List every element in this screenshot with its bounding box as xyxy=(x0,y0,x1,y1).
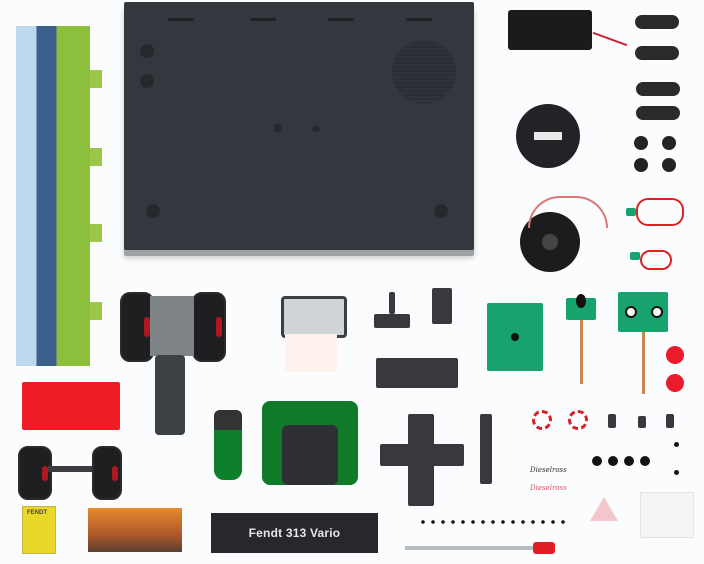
nameplate-text: Fendt 313 Vario xyxy=(248,526,341,540)
speaker-wire xyxy=(528,196,608,228)
screwdriver xyxy=(405,542,555,554)
front-frame xyxy=(155,355,185,435)
panel-tab xyxy=(90,224,102,242)
screw-head xyxy=(674,442,679,447)
screwdriver-handle xyxy=(533,542,555,554)
ribbon-wire xyxy=(580,320,583,384)
info-card xyxy=(88,508,182,552)
screws-row xyxy=(418,520,568,524)
led-board xyxy=(626,208,636,216)
bracket-part xyxy=(389,292,395,314)
red-cloth xyxy=(22,382,120,430)
speaker-grille xyxy=(392,40,456,104)
wheel-rim xyxy=(216,317,222,337)
led-wire xyxy=(636,198,684,226)
booklet-title: FENDT xyxy=(27,510,47,516)
panel-tab xyxy=(90,302,102,320)
mount-bracket xyxy=(636,82,680,96)
base-hole xyxy=(146,204,160,218)
front-wheel-left xyxy=(18,446,52,500)
rear-chassis xyxy=(150,296,194,356)
base-hole xyxy=(140,74,154,88)
base-slot xyxy=(250,18,276,21)
base-hole xyxy=(434,204,448,218)
front-axle xyxy=(48,466,92,472)
bracket-part xyxy=(432,288,452,324)
grommet xyxy=(662,136,676,150)
base-slot xyxy=(168,18,194,21)
base-slot xyxy=(328,18,354,21)
sensor xyxy=(651,306,663,318)
circuit-board-dual xyxy=(618,292,668,332)
panel-tab xyxy=(90,148,102,166)
hood xyxy=(214,410,242,480)
grommet xyxy=(634,136,648,150)
rear-wheel-right xyxy=(192,292,226,362)
cab-body xyxy=(285,334,337,372)
red-gear xyxy=(568,410,588,430)
base-slot xyxy=(406,18,432,21)
sticker-sheet xyxy=(640,492,694,538)
front-wheel-right xyxy=(92,446,122,500)
red-push-button xyxy=(666,374,684,392)
bracket-part xyxy=(374,314,410,328)
display-base xyxy=(124,2,474,250)
switch xyxy=(576,294,586,308)
wheel-rim xyxy=(42,465,48,481)
fenders-and-engine xyxy=(262,401,358,485)
red-push-button xyxy=(666,346,684,364)
red-gear xyxy=(532,410,552,430)
cross-part xyxy=(408,414,434,506)
buzzer-housing xyxy=(516,104,580,168)
cab-roof-glass xyxy=(281,296,347,338)
base-hole xyxy=(140,44,154,58)
booklet: FENDT xyxy=(22,506,56,554)
mount-bracket xyxy=(635,15,679,29)
chip xyxy=(511,333,519,341)
cab xyxy=(273,284,349,376)
buzzer-cutout xyxy=(534,132,562,140)
lever-part xyxy=(480,414,492,484)
small-clip xyxy=(638,416,646,428)
rubber-foot xyxy=(608,456,618,466)
circuit-board-main xyxy=(487,303,543,371)
base-hole xyxy=(312,126,320,132)
screw-head xyxy=(674,470,679,475)
wheel-rim xyxy=(144,317,150,337)
engine-block xyxy=(282,425,338,485)
warning-triangle-decal xyxy=(590,497,618,521)
battery-wire xyxy=(592,31,628,47)
ribbon-wire xyxy=(642,332,645,394)
rubber-foot xyxy=(592,456,602,466)
bumper-part xyxy=(376,358,458,388)
battery-holder xyxy=(508,10,592,50)
panel-tab xyxy=(90,70,102,88)
decal-script-dark: Dieselross xyxy=(530,466,567,474)
mount-bracket xyxy=(636,106,680,120)
circuit-board-small xyxy=(566,294,596,320)
rubber-foot xyxy=(624,456,634,466)
small-clip xyxy=(666,414,674,428)
grommet xyxy=(634,158,648,172)
small-clip xyxy=(608,414,616,428)
hood-top xyxy=(214,410,242,430)
rear-wheel-left xyxy=(120,292,154,362)
base-hole xyxy=(274,124,282,132)
mount-bracket xyxy=(635,46,679,60)
wheel-rim xyxy=(112,465,118,481)
decal-script-red: Dieselross xyxy=(530,484,567,492)
rubber-foot xyxy=(640,456,650,466)
led-board xyxy=(630,252,640,260)
sensor xyxy=(625,306,637,318)
nameplate: Fendt 313 Vario xyxy=(211,513,378,553)
led-wire xyxy=(640,250,672,270)
grommet xyxy=(662,158,676,172)
landscape-backdrop-panel xyxy=(16,26,102,366)
